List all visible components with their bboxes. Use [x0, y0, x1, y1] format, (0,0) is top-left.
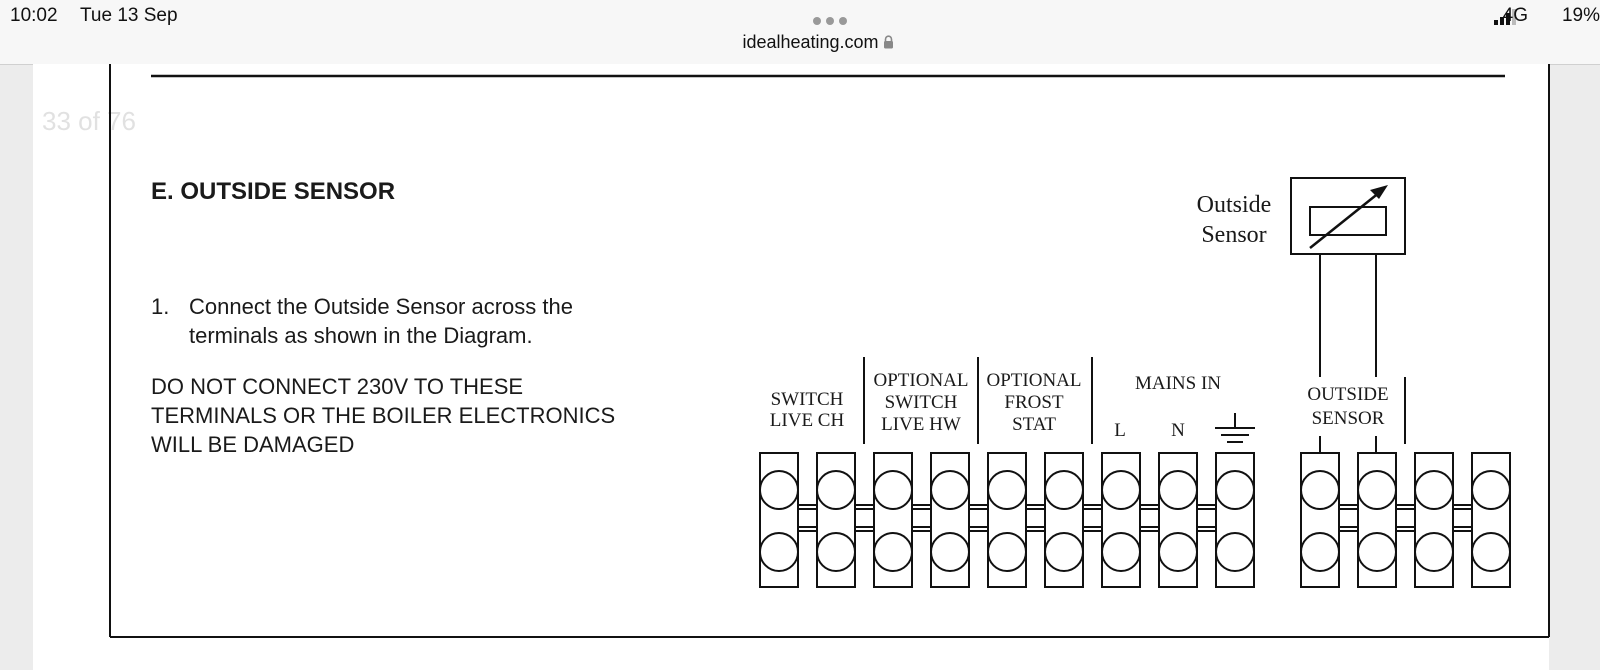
terminal-link — [1452, 526, 1473, 532]
battery-level: 19% — [1561, 5, 1600, 26]
terminal — [930, 452, 970, 588]
terminal-link — [1395, 526, 1416, 532]
terminal — [1357, 452, 1397, 588]
terminal-link — [797, 526, 818, 532]
wiring-diagram: Outside Sensor SWITCH LIVE CH OPTIONAL S… — [109, 64, 1550, 638]
instruction-item: 1. Connect the Outside Sensor across the… — [151, 292, 711, 350]
label-optional-switch-hw-1: OPTIONAL — [874, 370, 969, 391]
terminal — [1471, 452, 1511, 588]
main-terminal-strip — [759, 452, 1255, 588]
instruction-line-1: Connect the Outside Sensor across the — [189, 294, 573, 319]
status-bar: 10:02 Tue 13 Sep idealheating.com 4G 19% — [0, 0, 1600, 65]
terminal-link — [1452, 504, 1473, 510]
warning-line: TERMINALS OR THE BOILER ELECTRONICS — [151, 403, 616, 428]
signal-icon — [1494, 9, 1516, 25]
sensor-terminal-strip — [1300, 452, 1511, 588]
label-optional-switch-hw-3: LIVE HW — [881, 414, 961, 435]
more-dots-icon[interactable] — [811, 15, 849, 27]
terminal — [816, 452, 856, 588]
address-bar[interactable]: idealheating.com — [0, 32, 1600, 53]
label-mains-in: MAINS IN — [1135, 373, 1221, 394]
url-text: idealheating.com — [742, 32, 879, 52]
terminal — [1414, 452, 1454, 588]
terminal — [1300, 452, 1340, 588]
terminal — [1101, 452, 1141, 588]
terminal-link — [1139, 526, 1160, 532]
terminal-link — [968, 526, 989, 532]
label-live-terminal: L — [1114, 420, 1126, 441]
page-counter: 33 of 76 — [36, 104, 142, 139]
instruction-number: 1. — [151, 294, 170, 319]
terminal-link — [1338, 526, 1359, 532]
label-switch-live-ch-2: LIVE CH — [770, 410, 845, 431]
outside-sensor-symbol — [1290, 177, 1406, 255]
terminal-link — [911, 526, 932, 532]
date: Tue 13 Sep — [80, 5, 178, 26]
terminal-link — [1025, 504, 1046, 510]
label-neutral-terminal: N — [1171, 420, 1185, 441]
label-switch-live-ch-1: SWITCH — [771, 389, 844, 410]
lock-icon — [883, 35, 893, 49]
label-optional-frost-2: FROST — [1004, 392, 1064, 413]
clock: 10:02 — [10, 5, 58, 26]
terminal — [987, 452, 1027, 588]
terminal-link — [1082, 504, 1103, 510]
terminal-link — [1082, 526, 1103, 532]
warning-line: DO NOT CONNECT 230V TO THESE — [151, 374, 524, 399]
terminal-link — [968, 504, 989, 510]
terminal-link — [1025, 526, 1046, 532]
instruction-line-2: terminals as shown in the Diagram. — [189, 323, 533, 348]
sensor-label-line-1: Outside — [1197, 192, 1272, 218]
warning-line: WILL BE DAMAGED — [151, 432, 355, 457]
terminal-link — [911, 504, 932, 510]
label-optional-switch-hw-2: SWITCH — [885, 392, 958, 413]
terminal — [1044, 452, 1084, 588]
terminal — [759, 452, 799, 588]
terminal-link — [797, 504, 818, 510]
terminal-link — [1338, 504, 1359, 510]
terminal-link — [1395, 504, 1416, 510]
terminal-link — [854, 504, 875, 510]
terminal-link — [1196, 526, 1217, 532]
label-outside-sensor-2: SENSOR — [1312, 408, 1385, 429]
label-optional-frost-1: OPTIONAL — [987, 370, 1082, 391]
label-optional-frost-3: STAT — [1012, 414, 1056, 435]
terminal — [873, 452, 913, 588]
terminal-link — [1196, 504, 1217, 510]
sensor-label-line-2: Sensor — [1201, 222, 1266, 248]
section-title: E. OUTSIDE SENSOR — [151, 178, 396, 205]
network-type: 4G — [1502, 5, 1528, 26]
label-outside-sensor-1: OUTSIDE — [1307, 384, 1388, 405]
terminal-link — [854, 526, 875, 532]
terminal-link — [1139, 504, 1160, 510]
terminal — [1158, 452, 1198, 588]
earth-icon — [1215, 413, 1255, 443]
terminal — [1215, 452, 1255, 588]
warning-text: DO NOT CONNECT 230V TO THESE TERMINALS O… — [151, 372, 711, 459]
